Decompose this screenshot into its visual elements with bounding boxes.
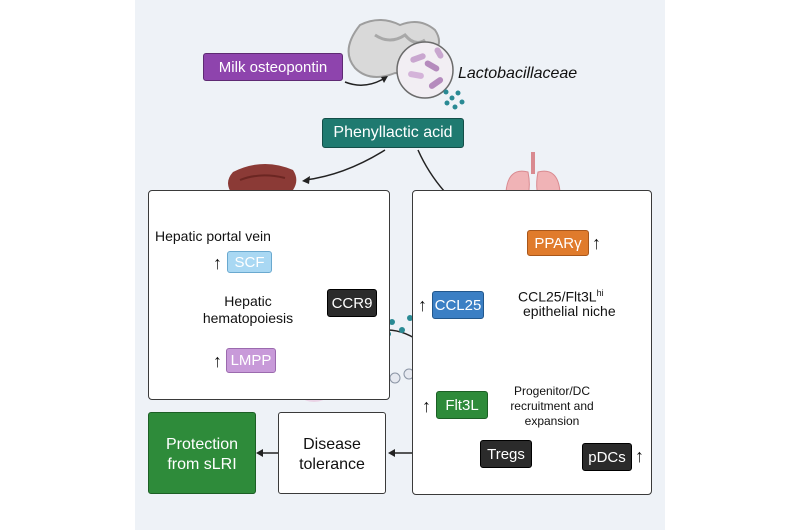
niche-line1-sup: hi [596, 288, 604, 298]
flt3l-arrow-up: ↑ [422, 396, 431, 416]
progenitor-line3: expansion [524, 414, 580, 428]
disease-tolerance-line1: Disease [303, 436, 361, 453]
milk-osteopontin-label: Milk osteopontin [203, 53, 343, 81]
tregs-label: Tregs [480, 440, 532, 468]
flt3l-label: Flt3L [436, 391, 488, 419]
metabolite-dots [443, 89, 465, 110]
pdcs-arrow-up: ↑ [635, 446, 644, 466]
disease-tolerance-line2: tolerance [299, 456, 365, 473]
ccl25-label: CCL25 [432, 291, 484, 319]
niche-line1: CCL25/Flt3Lhi [518, 285, 604, 306]
niche-line1-main: CCL25/Flt3L [518, 288, 597, 305]
lactobacillaceae-label: Lactobacillaceae [458, 65, 578, 82]
pdcs-label: pDCs [582, 443, 632, 471]
hepatic-hematopoiesis-line1: Hepatic [224, 293, 272, 309]
progenitor-line2: recruitment and [510, 399, 594, 413]
niche-line2: epithelial niche [523, 303, 616, 319]
lmpp-label: LMPP [226, 348, 276, 373]
phenyllactic-acid-label: Phenyllactic acid [322, 118, 464, 148]
bacteria-cluster-icon [396, 41, 454, 99]
hepatic-portal-vein-label: Hepatic portal vein [155, 228, 271, 244]
scf-label: SCF [227, 251, 272, 273]
ccl25-arrow-up: ↑ [418, 295, 427, 315]
progenitor-line1: Progenitor/DC [513, 384, 591, 398]
ccr9-label: CCR9 [327, 289, 377, 317]
hepatic-hematopoiesis-line2: hematopoiesis [202, 310, 294, 326]
ppar-arrow-up: ↑ [592, 233, 601, 253]
protection-line2: from sLRI [167, 456, 237, 473]
lmpp-arrow-up: ↑ [213, 351, 222, 371]
protection-box [148, 412, 256, 494]
ppar-gamma-label: PPARγ [527, 230, 589, 256]
protection-line1: Protection [165, 436, 239, 453]
scf-arrow-up: ↑ [213, 253, 222, 273]
disease-tolerance-box [278, 412, 386, 494]
